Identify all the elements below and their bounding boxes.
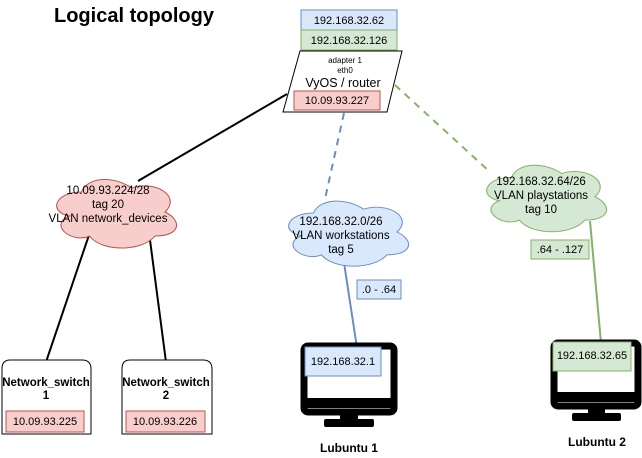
- router-ip-bottom: 10.09.93.227: [305, 95, 369, 107]
- switch-2-number: 2: [163, 390, 169, 402]
- cloud-devices-tag: tag 20: [92, 199, 124, 211]
- router-adapter-label: adapter 1: [328, 56, 362, 65]
- router-eth-label: eth0: [337, 66, 353, 75]
- link-workstations-pc1: [342, 255, 358, 349]
- switch-1-ip-box: [5, 410, 85, 433]
- pc-2-ip: 192.168.32.65: [557, 350, 627, 362]
- switch-2-ip-box: [125, 410, 206, 433]
- switch-1-number: 1: [43, 390, 50, 402]
- monitor-icon: [300, 342, 398, 427]
- pc-1-ip: 192.168.32.1: [311, 356, 375, 368]
- switch-2-ip: 10.09.93.226: [133, 416, 197, 428]
- link-devices-switch2: [149, 239, 167, 363]
- cloud-devices-subnet: 10.09.93.224/28: [66, 185, 149, 197]
- cloud-playstations: [486, 164, 607, 233]
- router-ip-bottom-box: [293, 90, 381, 111]
- pc-2-ip-box: [552, 341, 632, 372]
- network-switch-2: Network_switch 2 10.09.93.226: [121, 359, 213, 435]
- link-router-playstations: [394, 84, 491, 173]
- router-ip-mid: 192.168.32.126: [311, 35, 387, 47]
- cloud-workstations-subnet: 192.168.32.0/26: [299, 216, 382, 228]
- range-playstations: .64 - .127: [537, 244, 583, 256]
- range-workstations: .0 - .64: [362, 284, 396, 296]
- router-ip-mid-box: [300, 29, 398, 51]
- cloud-workstations-tag: tag 5: [328, 244, 354, 256]
- pc-1-ip-box: [304, 346, 382, 377]
- pc-lubuntu-2: 192.168.32.65 Lubuntu 2: [550, 339, 642, 449]
- range-workstations-box: [356, 279, 402, 300]
- cloud-playstations-tag: tag 10: [525, 204, 557, 216]
- pc-lubuntu-1: 192.168.32.1 Lubuntu 1: [300, 342, 398, 455]
- network-switch-1: Network_switch 1 10.09.93.225: [1, 359, 92, 435]
- cloud-workstations: [288, 200, 409, 267]
- cloud-playstations-vlan: VLAN playstations: [494, 190, 588, 202]
- cloud-workstations-vlan: VLAN workstations: [292, 230, 389, 242]
- cloud-network-devices: [56, 178, 177, 249]
- link-devices-switch1: [45, 234, 90, 363]
- switch-1-ip: 10.09.93.225: [13, 416, 77, 428]
- link-playstations-pc2: [589, 220, 602, 344]
- switch-2-name: Network_switch: [122, 377, 210, 389]
- pc-1-name: Lubuntu 1: [320, 441, 378, 455]
- cloud-devices-vlan: VLAN network_devices: [49, 213, 168, 225]
- cloud-playstations-subnet: 192.168.32.64/26: [496, 176, 586, 188]
- pc-2-name: Lubuntu 2: [568, 435, 626, 449]
- range-playstations-box: [530, 239, 590, 260]
- diagram-title: Logical topology: [54, 5, 215, 27]
- router-node: 192.168.32.62 192.168.32.126 adapter 1 e…: [282, 9, 403, 113]
- link-router-devices: [137, 93, 288, 182]
- router-ip-top: 192.168.32.62: [314, 15, 384, 27]
- link-router-workstations: [324, 112, 345, 200]
- router-name: VyOS / router: [305, 76, 380, 90]
- switch-1-name: Network_switch: [2, 377, 90, 389]
